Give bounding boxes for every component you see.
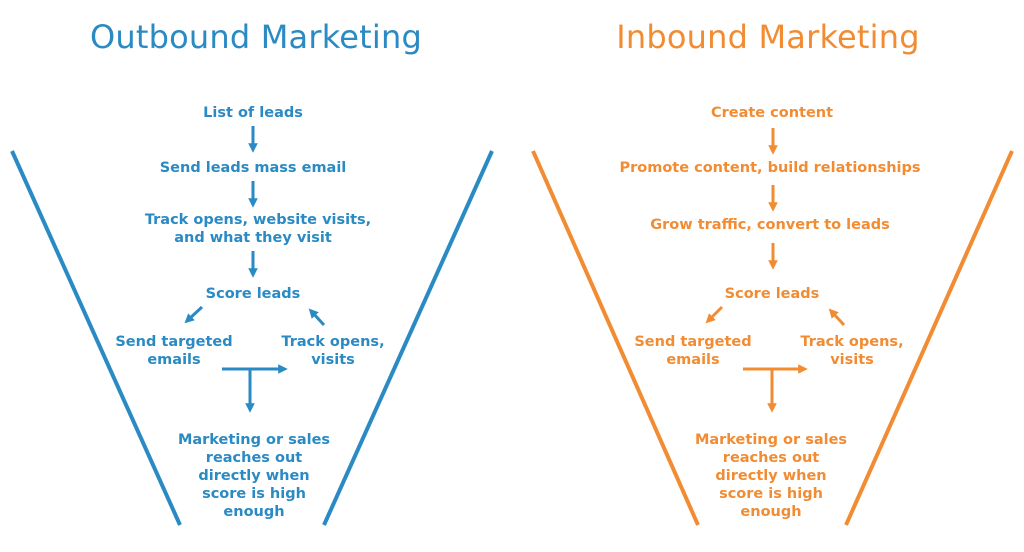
inbound-step-track-visits-line2: visits [830, 352, 874, 368]
outbound-funnel-left-wall [10, 150, 182, 526]
outbound-step-list-of-leads: List of leads [203, 105, 303, 121]
inbound-step-create-content: Create content [710, 105, 834, 121]
outbound-step-outreach-line3: directly when [198, 468, 310, 484]
inbound-step-send-targeted-line1: Send targeted [634, 334, 752, 350]
outbound-title: Outbound Marketing [89, 18, 423, 56]
outbound-step-track-visits-line2: visits [311, 352, 355, 368]
outbound-panel: Outbound Marketing List of leads Send le… [89, 18, 423, 520]
outbound-step-outreach-line4: score is high [202, 486, 306, 502]
inbound-step-outreach-line5: enough [740, 504, 802, 520]
inbound-title: Inbound Marketing [616, 18, 920, 56]
outbound-step-outreach-line5: enough [223, 504, 285, 520]
outbound-step-outreach-line2: reaches out [205, 450, 303, 466]
inbound-funnel-left-wall [531, 150, 700, 526]
inbound-step-promote-content: Promote content, build relationships [619, 160, 921, 176]
outbound-step-outreach-line1: Marketing or sales [177, 432, 331, 448]
outbound-step-score-leads: Score leads [205, 286, 301, 302]
outbound-step-send-targeted-line1: Send targeted [115, 334, 233, 350]
inbound-step-grow-traffic: Grow traffic, convert to leads [650, 217, 890, 233]
arrow-down-left-icon [184, 305, 204, 324]
outbound-step-track-opens-line1: Track opens, website visits, [144, 212, 372, 228]
inbound-step-track-visits-line1: Track opens, [800, 334, 904, 350]
arrow-up-left-icon [828, 308, 846, 327]
outbound-step-track-opens-line2: and what they visit [174, 230, 332, 246]
inbound-step-outreach-line2: reaches out [722, 450, 820, 466]
inbound-funnel-right-wall [844, 150, 1014, 526]
outbound-arrows [184, 126, 326, 413]
inbound-step-outreach-line1: Marketing or sales [694, 432, 848, 448]
inbound-step-outreach-line4: score is high [719, 486, 823, 502]
inbound-step-outreach-line3: directly when [715, 468, 827, 484]
outbound-funnel-right-wall [322, 150, 494, 526]
inbound-arrows [705, 128, 846, 413]
inbound-step-score-leads: Score leads [724, 286, 820, 302]
outbound-step-send-targeted-line2: emails [147, 352, 201, 368]
inbound-step-send-targeted-line2: emails [666, 352, 720, 368]
inbound-panel: Inbound Marketing Create content Promote… [512, 0, 1024, 552]
arrow-up-left-icon [308, 308, 326, 327]
arrow-down-left-icon [705, 305, 724, 324]
outbound-step-send-mass-email: Send leads mass email [159, 160, 347, 176]
outbound-step-track-visits-line1: Track opens, [281, 334, 385, 350]
